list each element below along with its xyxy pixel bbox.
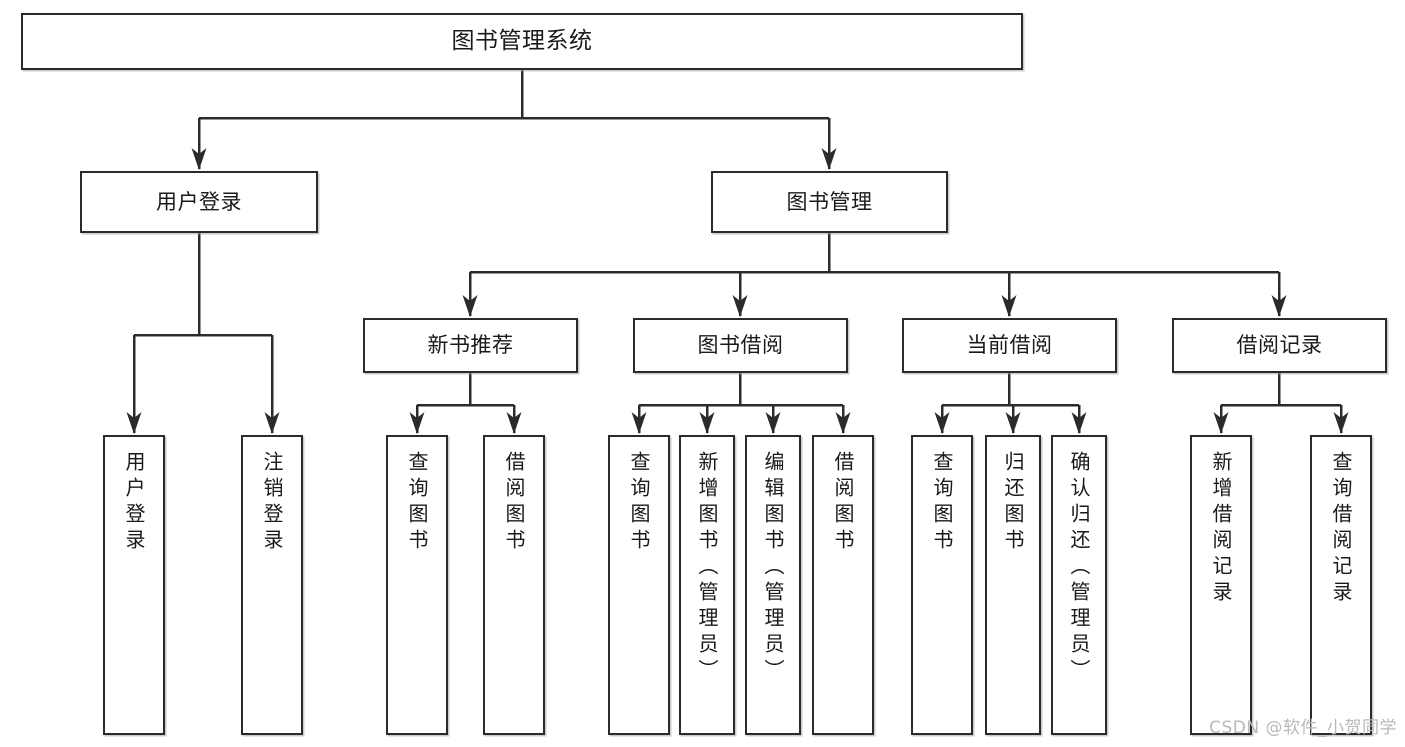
arrowhead-icon <box>732 295 748 317</box>
arrowhead-icon <box>1271 295 1287 317</box>
node-label: 用户登录 <box>156 189 242 214</box>
node-label: 查询图书 <box>627 451 651 555</box>
node-leaf-confirm-return[interactable]: 确认归还（管理员） <box>1051 435 1107 735</box>
arrowhead-icon <box>1005 412 1021 434</box>
arrowhead-icon <box>699 412 715 434</box>
node-leaf-query-book-2[interactable]: 查询图书 <box>608 435 670 735</box>
arrowhead-icon <box>126 412 142 434</box>
node-leaf-logout[interactable]: 注销登录 <box>241 435 303 735</box>
node-leaf-edit-book[interactable]: 编辑图书（管理员） <box>745 435 801 735</box>
node-borrow-record[interactable]: 借阅记录 <box>1172 318 1387 373</box>
node-label: 新增借阅记录 <box>1209 451 1233 607</box>
node-leaf-add-book[interactable]: 新增图书（管理员） <box>679 435 735 735</box>
node-leaf-borrow-book-1[interactable]: 借阅图书 <box>483 435 545 735</box>
node-label: 查询借阅记录 <box>1329 451 1353 607</box>
node-leaf-user-login[interactable]: 用户登录 <box>103 435 165 735</box>
node-leaf-add-record[interactable]: 新增借阅记录 <box>1190 435 1252 735</box>
node-label: 当前借阅 <box>966 333 1053 358</box>
node-leaf-return-book[interactable]: 归还图书 <box>985 435 1041 735</box>
node-label: 新增图书（管理员） <box>695 451 719 685</box>
arrowhead-icon <box>835 412 851 434</box>
node-new-book-recommend[interactable]: 新书推荐 <box>363 318 578 373</box>
node-user-login[interactable]: 用户登录 <box>80 171 318 233</box>
node-label: 借阅记录 <box>1236 333 1323 358</box>
arrowhead-icon <box>821 148 837 170</box>
node-label: 借阅图书 <box>831 451 855 555</box>
node-label: 编辑图书（管理员） <box>761 451 785 685</box>
node-label: 图书管理系统 <box>451 28 593 55</box>
csdn-watermark: CSDN @软件_小贺同学 <box>1209 718 1397 738</box>
node-label: 归还图书 <box>1001 451 1025 555</box>
arrowhead-icon <box>1333 412 1349 434</box>
arrowhead-icon <box>1071 412 1087 434</box>
node-leaf-query-record[interactable]: 查询借阅记录 <box>1310 435 1372 735</box>
arrowhead-icon <box>1001 295 1017 317</box>
node-label: 图书借阅 <box>697 333 784 358</box>
arrowhead-icon <box>631 412 647 434</box>
node-label: 图书管理 <box>786 189 873 214</box>
node-label: 新书推荐 <box>427 333 514 358</box>
node-leaf-query-book-3[interactable]: 查询图书 <box>911 435 973 735</box>
node-label: 注销登录 <box>260 451 284 555</box>
node-book-manage[interactable]: 图书管理 <box>711 171 948 233</box>
node-label: 查询图书 <box>405 451 429 555</box>
node-book-borrow[interactable]: 图书借阅 <box>633 318 848 373</box>
arrowhead-icon <box>462 295 478 317</box>
arrowhead-icon <box>765 412 781 434</box>
node-current-borrow[interactable]: 当前借阅 <box>902 318 1117 373</box>
node-label: 查询图书 <box>930 451 954 555</box>
arrowhead-icon <box>1213 412 1229 434</box>
node-leaf-borrow-book-2[interactable]: 借阅图书 <box>812 435 874 735</box>
node-leaf-query-book-1[interactable]: 查询图书 <box>386 435 448 735</box>
node-label: 借阅图书 <box>502 451 526 555</box>
arrowhead-icon <box>191 148 207 170</box>
arrowhead-icon <box>409 412 425 434</box>
node-label: 用户登录 <box>122 451 146 555</box>
arrowhead-icon <box>264 412 280 434</box>
node-root[interactable]: 图书管理系统 <box>21 13 1023 70</box>
arrowhead-icon <box>934 412 950 434</box>
arrowhead-icon <box>506 412 522 434</box>
node-label: 确认归还（管理员） <box>1067 451 1091 685</box>
